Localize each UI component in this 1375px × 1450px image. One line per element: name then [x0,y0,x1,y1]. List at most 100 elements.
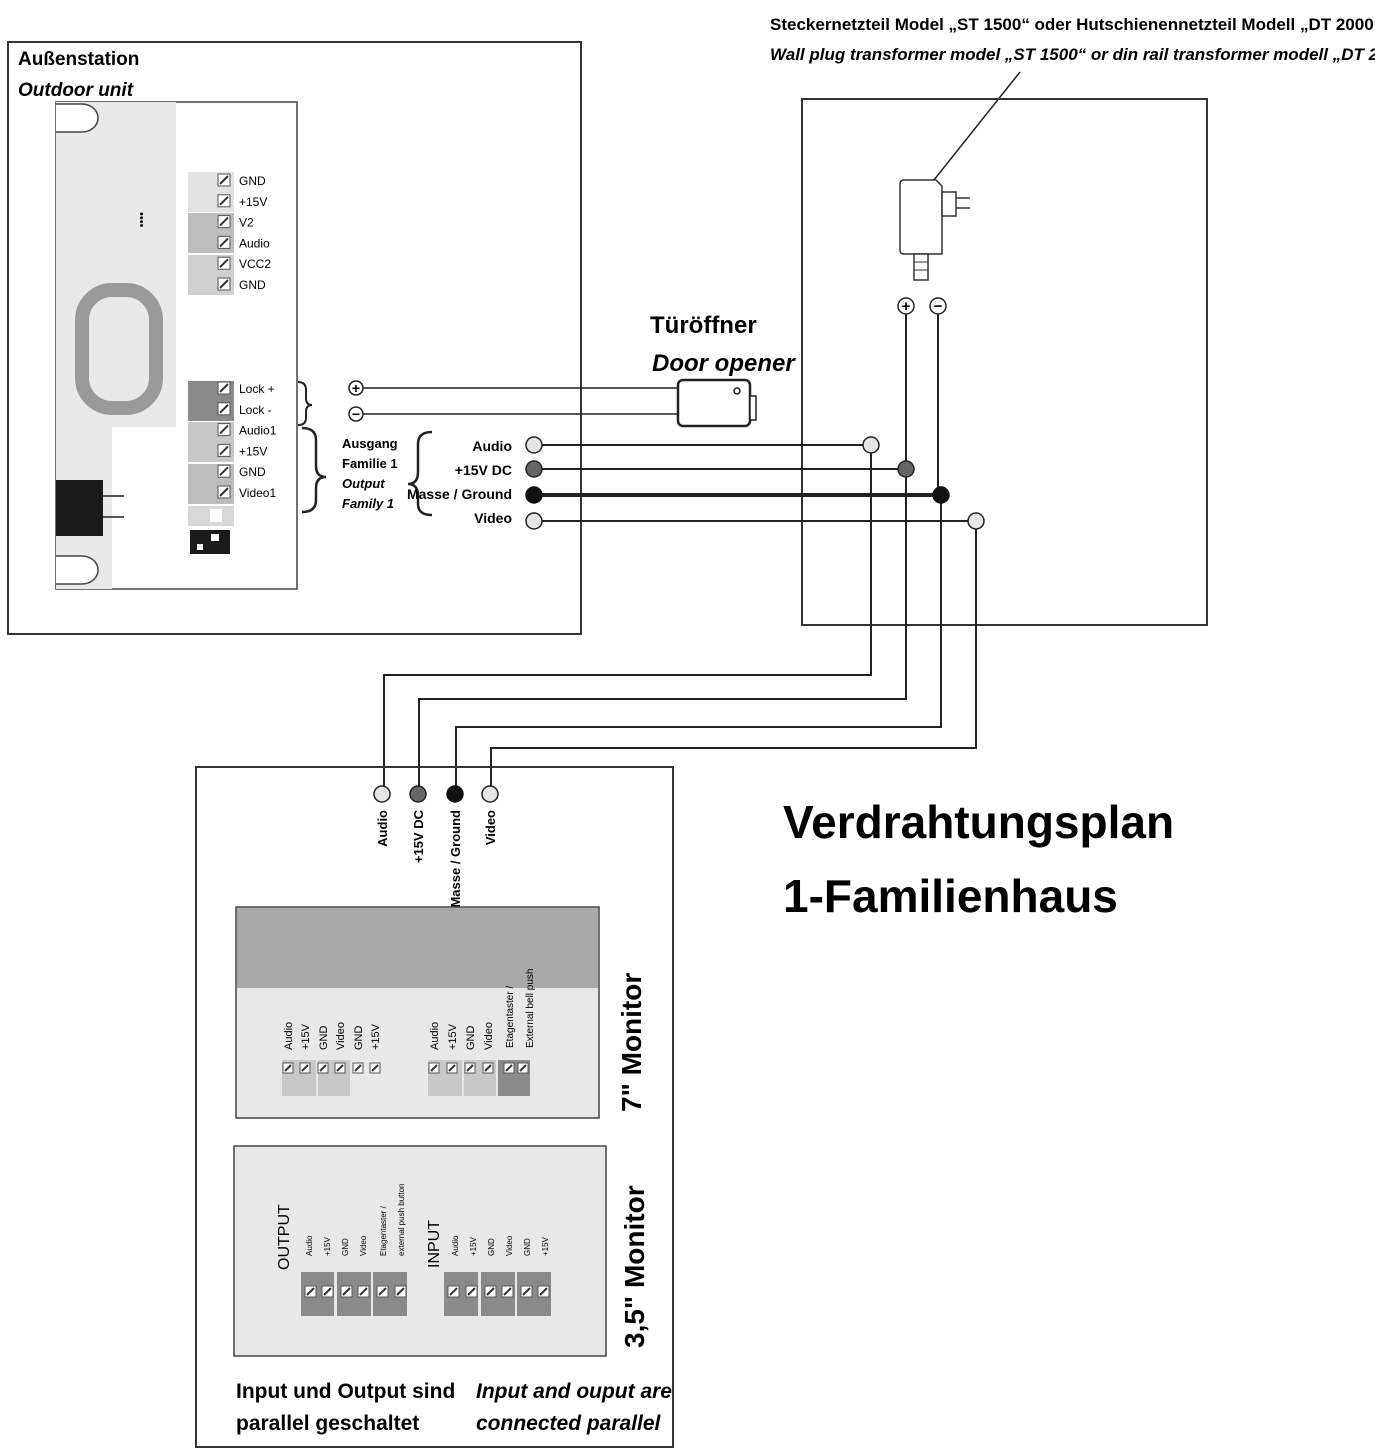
output-brace-right [407,430,433,517]
outdoor-top-terminal-label: Audio [239,236,270,250]
lock-plus-symbol: + [352,380,360,396]
signal-label-audio: Audio [472,438,512,454]
output-terminal-15v [525,460,543,478]
camera-ring [75,283,163,415]
lock-brace [297,381,313,426]
transformer-note-en: Wall plug transformer model „ST 1500“ or… [770,45,1375,64]
output-terminal-audio [525,436,543,454]
monitor-7-terminal-label: +15V [300,1023,312,1050]
screw-terminal-icon [217,256,231,270]
junction-15v [897,460,915,478]
junction-audio [862,436,880,454]
monitor-35-label: 3,5" Monitor [619,1185,650,1348]
outdoor-bottom-terminal-label: Video1 [239,486,276,500]
screw-terminal-icon [217,423,231,437]
screw-terminal-icon [517,1062,529,1074]
screw-terminal-icon [520,1285,533,1298]
monitor-7-terminal-label: Audio [429,1022,441,1050]
screw-terminal-icon [537,1285,550,1298]
monitor-35-input-terminal-label: Video [505,1235,514,1256]
screw-terminal-icon [282,1062,294,1074]
screw-terminal-icon [340,1285,353,1298]
outdoor-top-terminal-label: V2 [239,216,254,230]
screw-terminal-icon [217,464,231,478]
monitor-connector-ground [446,785,464,803]
monitor-35-bell-label-1: Etagentaster / [379,1205,388,1256]
monitor-7-terminal-label: +15V [370,1023,382,1050]
diagram-title-line2: 1-Familienhaus [783,870,1118,922]
outdoor-top-terminal-label: GND [239,174,266,188]
monitor-connector-video [481,785,499,803]
screw-terminal-icon [304,1285,317,1298]
door-opener-device [676,378,757,428]
transformer-pointer-line [921,71,1021,196]
output-terminal-video [525,512,543,530]
monitor-35-input-terminal-label: +15V [469,1236,478,1256]
screw-terminal-icon [482,1062,494,1074]
dip-switch-toggle [197,544,203,550]
monitor-connector-label-ground: Masse / Ground [448,810,463,908]
screw-terminal-icon [394,1285,407,1298]
signal-label-video: Video [474,510,512,526]
junction-video [967,512,985,530]
door-opener-label-en: Door opener [652,350,796,377]
dip-switch [190,530,230,554]
door-opener-label-de: Türöffner [650,312,757,339]
monitor-connector-label-video: Video [483,810,498,845]
outdoor-bottom-terminal-label: Audio1 [239,424,277,438]
screw-terminal-icon [352,1062,364,1074]
monitor-35-input-label: INPUT [426,1220,443,1268]
monitor-7-terminal-label: GND [465,1026,477,1051]
monitor-35-output-terminal-label: Audio [305,1235,314,1256]
psu-minus-symbol: − [934,298,943,315]
screw-terminal-icon [334,1062,346,1074]
outdoor-panel-inner [112,102,176,427]
output-brace-left [301,426,327,514]
monitor-35-output-terminal-label: Video [359,1235,368,1256]
outdoor-top-terminal-label: VCC2 [239,257,271,271]
screw-terminal-icon [217,235,231,249]
monitor-7-bell-label-2: External bell push [525,969,536,1049]
screw-terminal-icon [503,1062,515,1074]
output-label-de-1: Ausgang [342,436,398,451]
note-en-line2: connected parallel [476,1412,662,1435]
screw-terminal-icon [217,443,231,457]
keypad-dots: •••• [135,212,147,228]
monitor-7-terminal-label: Video [335,1022,347,1050]
screw-terminal-icon [217,381,231,395]
output-terminal-ground [525,486,543,504]
outdoor-unit-title-de: Außenstation [18,49,139,70]
screw-terminal-icon [217,173,231,187]
screw-terminal-icon [217,485,231,499]
output-label-de-2: Familie 1 [342,456,398,471]
screw-terminal-icon [501,1285,514,1298]
jumper-square [210,509,222,522]
note-en-line1: Input and ouput are [476,1380,672,1403]
monitor-35-input-terminal-label: Audio [451,1235,460,1256]
screw-terminal-icon [217,277,231,291]
outdoor-top-terminal-label: +15V [239,195,267,209]
monitor-35-panel [233,1145,607,1357]
monitor-connector-label-15v: +15V DC [411,809,426,863]
screw-terminal-icon [446,1062,458,1074]
monitor-35-output-terminal-label: GND [341,1238,350,1256]
monitor-35-bell-label-2: external push button [397,1184,406,1257]
outdoor-bottom-terminal-label: Lock - [239,403,272,417]
monitor-7-terminal-label: GND [353,1026,365,1051]
screw-terminal-icon [376,1285,389,1298]
monitor-connector-15v [409,785,427,803]
screw-terminal-icon [299,1062,311,1074]
power-supply-frame [801,98,1208,626]
monitor-7-terminal-label: +15V [447,1023,459,1050]
outdoor-bottom-terminal-label: +15V [239,444,267,458]
mount-hole-bottom [56,555,99,585]
screw-terminal-icon [357,1285,370,1298]
screw-terminal-icon [484,1285,497,1298]
screw-terminal-icon [217,215,231,229]
monitor-35-output-label: OUTPUT [276,1204,293,1270]
screw-terminal-icon [428,1062,440,1074]
output-label-en-1: Output [342,476,385,491]
